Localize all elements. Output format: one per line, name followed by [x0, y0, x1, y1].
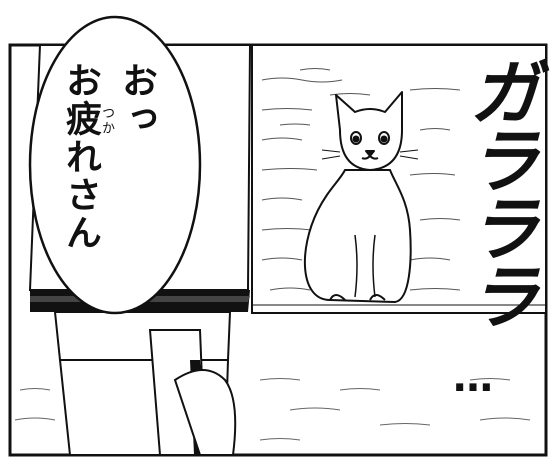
speech-line-1: おっ — [116, 62, 157, 138]
speech-line-2: お疲れさん — [60, 62, 101, 252]
sound-effect-text: ガラララ — [456, 55, 540, 327]
speech-bubble — [28, 15, 202, 315]
sound-effect-ellipsis: … — [450, 355, 496, 401]
furigana: つか — [99, 106, 114, 136]
floor-texture — [14, 378, 531, 441]
speech-line-2-rest: れさん — [60, 138, 101, 252]
speech-line-2-prefix: お — [60, 62, 101, 100]
cat-illustration — [303, 91, 419, 303]
speech-line-2-kanji: 疲 — [60, 100, 101, 138]
